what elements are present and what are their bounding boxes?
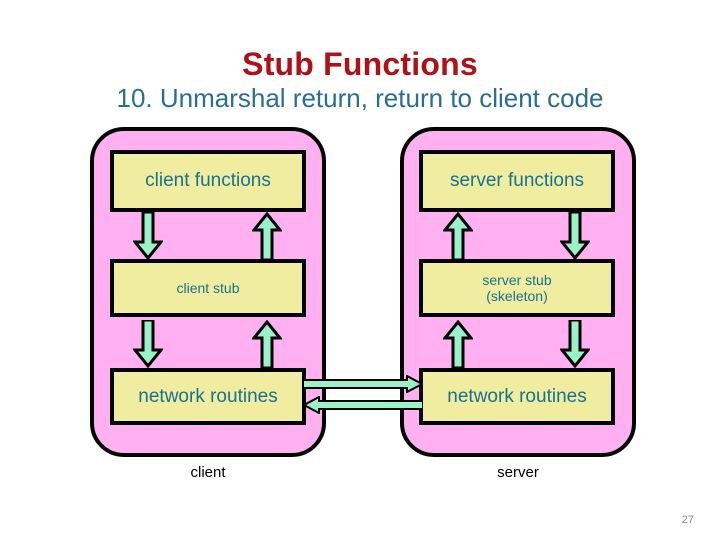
client-network-routines-label: network routines <box>138 385 278 407</box>
client-stub-label: client stub <box>176 279 240 296</box>
left-arrow-icon <box>303 396 423 414</box>
right-arrow-icon <box>303 375 423 393</box>
server-caption: server <box>497 464 539 481</box>
up-arrow-icon <box>443 320 473 368</box>
server-network-routines-box[interactable]: network routines <box>419 368 615 425</box>
server-stub-box[interactable]: server stub (skeleton) <box>419 259 615 317</box>
up-arrow-icon <box>252 320 282 368</box>
server-stub-label-group: server stub (skeleton) <box>482 272 551 304</box>
server-functions-label: server functions <box>449 170 585 192</box>
server-stub-label: server stub <box>482 271 552 288</box>
down-arrow-icon <box>133 212 163 260</box>
page-number: 27 <box>681 514 694 526</box>
down-arrow-icon <box>560 212 590 260</box>
client-functions-box[interactable]: client functions <box>110 150 306 212</box>
page-title: Stub Functions <box>242 46 478 82</box>
client-network-routines-box[interactable]: network routines <box>110 368 306 425</box>
client-functions-label: client functions <box>145 170 271 192</box>
client-caption: client <box>190 464 226 481</box>
page-subtitle: 10. Unmarshal return, return to client c… <box>116 83 604 113</box>
server-stub-skeleton-label: (skeleton) <box>486 288 548 304</box>
server-functions-box[interactable]: server functions <box>419 150 615 212</box>
down-arrow-icon <box>560 320 590 368</box>
server-network-routines-label: network routines <box>447 385 587 407</box>
client-stub-box[interactable]: client stub <box>110 259 306 317</box>
down-arrow-icon <box>133 320 163 368</box>
up-arrow-icon <box>252 212 282 260</box>
up-arrow-icon <box>443 212 473 260</box>
